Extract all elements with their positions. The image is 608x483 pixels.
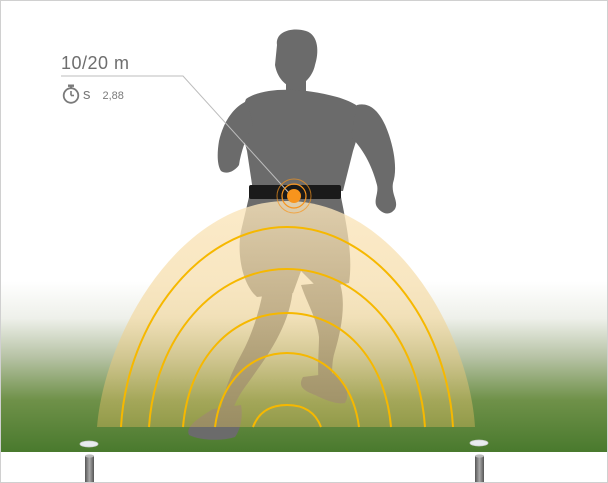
distance-readout: 10/20 m [61, 53, 130, 74]
time-unit-label: s [83, 86, 91, 103]
sensor-signal-icon [277, 179, 311, 213]
stopwatch-icon [61, 84, 81, 104]
time-readout: s 2,88 [61, 84, 124, 104]
time-value: 2,88 [103, 90, 124, 102]
